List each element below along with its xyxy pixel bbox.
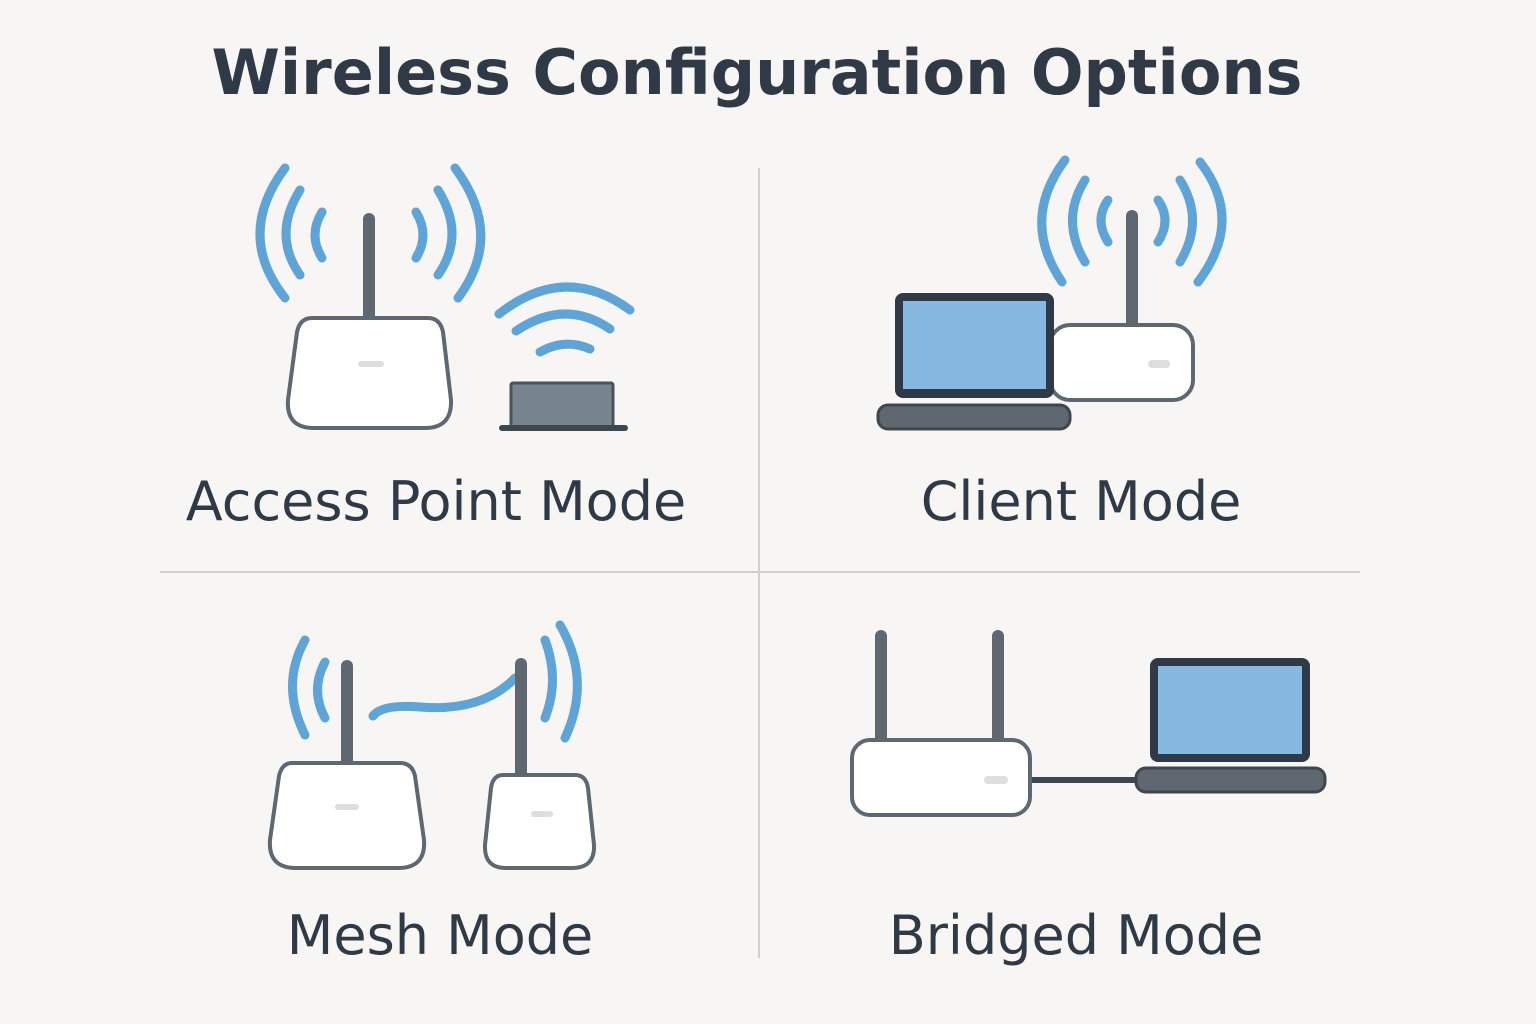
- router-wired-to-laptop-icon: [850, 630, 1327, 817]
- mesh-routers-icon: [267, 620, 597, 870]
- mesh-mode-panel: Mesh Mode: [267, 620, 597, 967]
- access-point-mode-panel: Access Point Mode: [186, 163, 686, 533]
- mode-label-mesh: Mesh Mode: [287, 904, 593, 967]
- laptop-with-router-icon: [876, 155, 1227, 431]
- mode-label-client: Client Mode: [921, 470, 1242, 533]
- page-title: Wireless Configuration Options: [212, 36, 1303, 109]
- mode-label-access-point: Access Point Mode: [186, 470, 686, 533]
- router-broadcasting-to-device-icon: [255, 163, 635, 431]
- mode-label-bridged: Bridged Mode: [889, 904, 1264, 967]
- client-mode-panel: Client Mode: [876, 155, 1242, 533]
- bridged-mode-panel: Bridged Mode: [850, 630, 1327, 967]
